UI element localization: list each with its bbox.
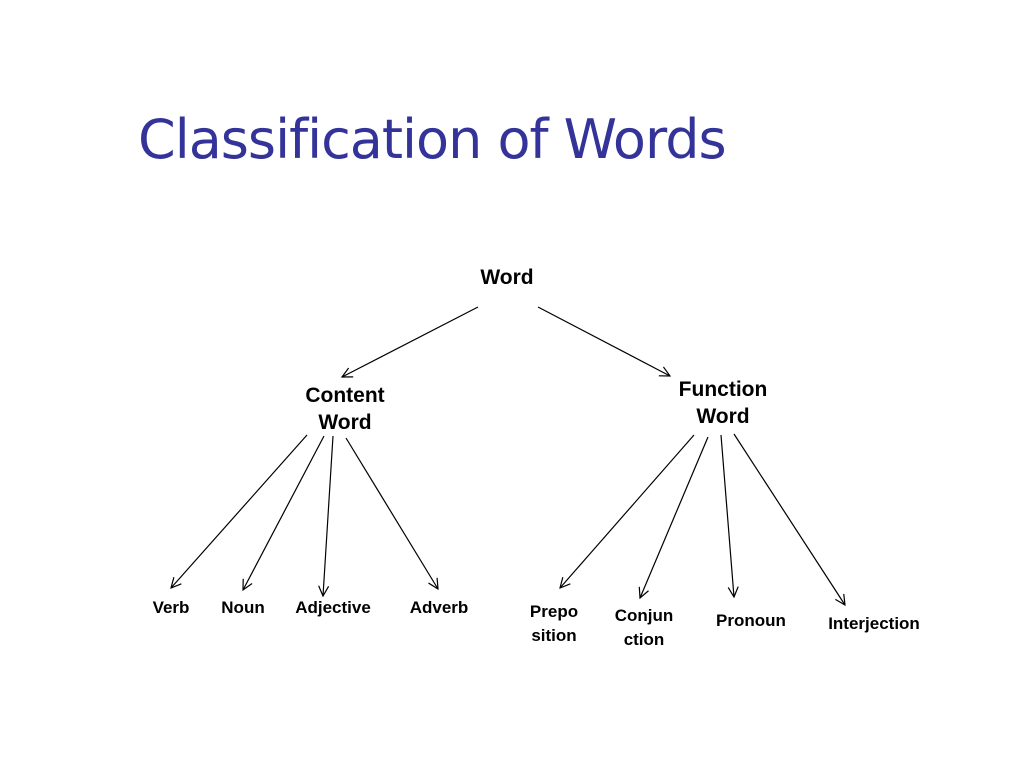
node-content-word-line-1: Content: [305, 384, 385, 407]
node-verb: Verb: [153, 596, 190, 620]
node-pronoun: Pronoun: [716, 609, 786, 633]
node-verb-label: Verb: [152, 598, 190, 617]
node-word-label: Word: [480, 266, 534, 289]
arrow-function-to-pronoun: [720, 434, 734, 597]
node-conjunction-line-1: Conjun: [614, 606, 674, 625]
arrow-content-to-verb: [171, 434, 308, 588]
node-pronoun-label: Pronoun: [716, 611, 786, 630]
node-word: Word: [480, 264, 533, 291]
node-noun-label: Noun: [221, 598, 265, 617]
node-conjunction: Conjun ction: [615, 604, 674, 652]
node-content-word: Content Word: [305, 382, 384, 436]
node-function-word: Function Word: [679, 376, 768, 430]
node-noun: Noun: [221, 596, 264, 620]
node-interjection-label: Interjection: [828, 614, 920, 633]
slide-title: Classification of Words: [138, 108, 727, 171]
arrow-word-to-content: [342, 306, 479, 377]
arrow-function-to-interjection: [733, 433, 845, 605]
node-preposition: Prepo sition: [530, 600, 578, 648]
node-adjective-label: Adjective: [295, 598, 371, 617]
node-conjunction-line-2: ction: [623, 630, 665, 649]
node-adverb: Adverb: [410, 596, 469, 620]
node-preposition-line-1: Prepo: [529, 602, 579, 621]
arrow-word-to-function: [537, 306, 670, 376]
node-adjective: Adjective: [295, 596, 371, 620]
node-function-word-line-2: Word: [696, 405, 750, 428]
node-content-word-line-2: Word: [318, 411, 372, 434]
arrow-content-to-adjective: [323, 435, 334, 596]
node-interjection: Interjection: [828, 612, 920, 636]
arrow-content-to-adverb: [345, 437, 438, 589]
arrow-function-to-preposition: [560, 434, 695, 588]
node-function-word-line-1: Function: [678, 378, 768, 401]
node-adverb-label: Adverb: [409, 598, 469, 617]
node-preposition-line-2: sition: [531, 626, 577, 645]
arrow-function-to-conjunction: [640, 436, 709, 598]
arrow-content-to-noun: [243, 435, 325, 590]
